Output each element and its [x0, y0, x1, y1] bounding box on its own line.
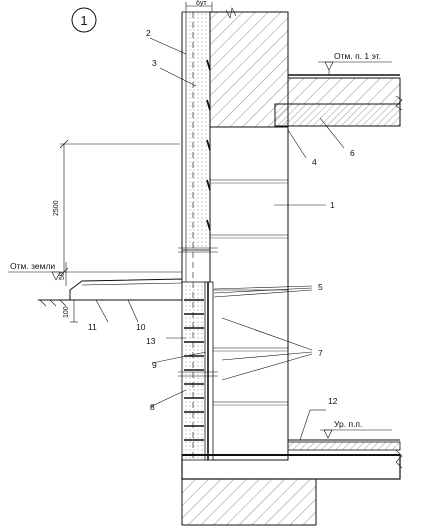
callout-labels: 2 3 4 6 1 5 7 13 9 8 12 10 11 — [88, 28, 355, 412]
thickness-label: δут — [196, 0, 207, 7]
thickness-dimension: δут — [185, 0, 213, 12]
callout-8: 8 — [150, 402, 155, 412]
blind-area: Отм. земли — [8, 261, 183, 307]
dimension-offset-small: 50 — [59, 272, 66, 280]
callout-5: 5 — [318, 282, 323, 292]
level-label-ground: Отм. земли — [10, 261, 55, 271]
section-number: 1 — [80, 13, 87, 28]
callout-6: 6 — [350, 148, 355, 158]
dimension-offset-blind: 100 — [63, 306, 70, 318]
floor-slab: Отм. п. 1 эт. — [274, 51, 403, 127]
callout-1: 1 — [330, 200, 335, 210]
level-label-floor-1: Отм. п. 1 эт. — [334, 51, 381, 61]
section-number-marker: 1 — [71, 7, 97, 33]
callout-4: 4 — [312, 157, 317, 167]
foundation-wall — [178, 247, 218, 461]
callout-3: 3 — [152, 58, 157, 68]
basement-floor: Ур. п.п. — [181, 419, 403, 526]
height-dimension: 2500 50 100 — [53, 139, 180, 323]
callout-9: 9 — [152, 360, 157, 370]
level-label-basement: Ур. п.п. — [334, 419, 362, 429]
callout-11: 11 — [88, 322, 97, 332]
dimension-height: 2500 — [53, 200, 60, 216]
callout-2: 2 — [146, 28, 151, 38]
leaders — [95, 37, 345, 441]
callout-12: 12 — [328, 396, 338, 406]
callout-7: 7 — [318, 348, 323, 358]
callout-13: 13 — [146, 336, 156, 346]
callout-10: 10 — [136, 322, 146, 332]
